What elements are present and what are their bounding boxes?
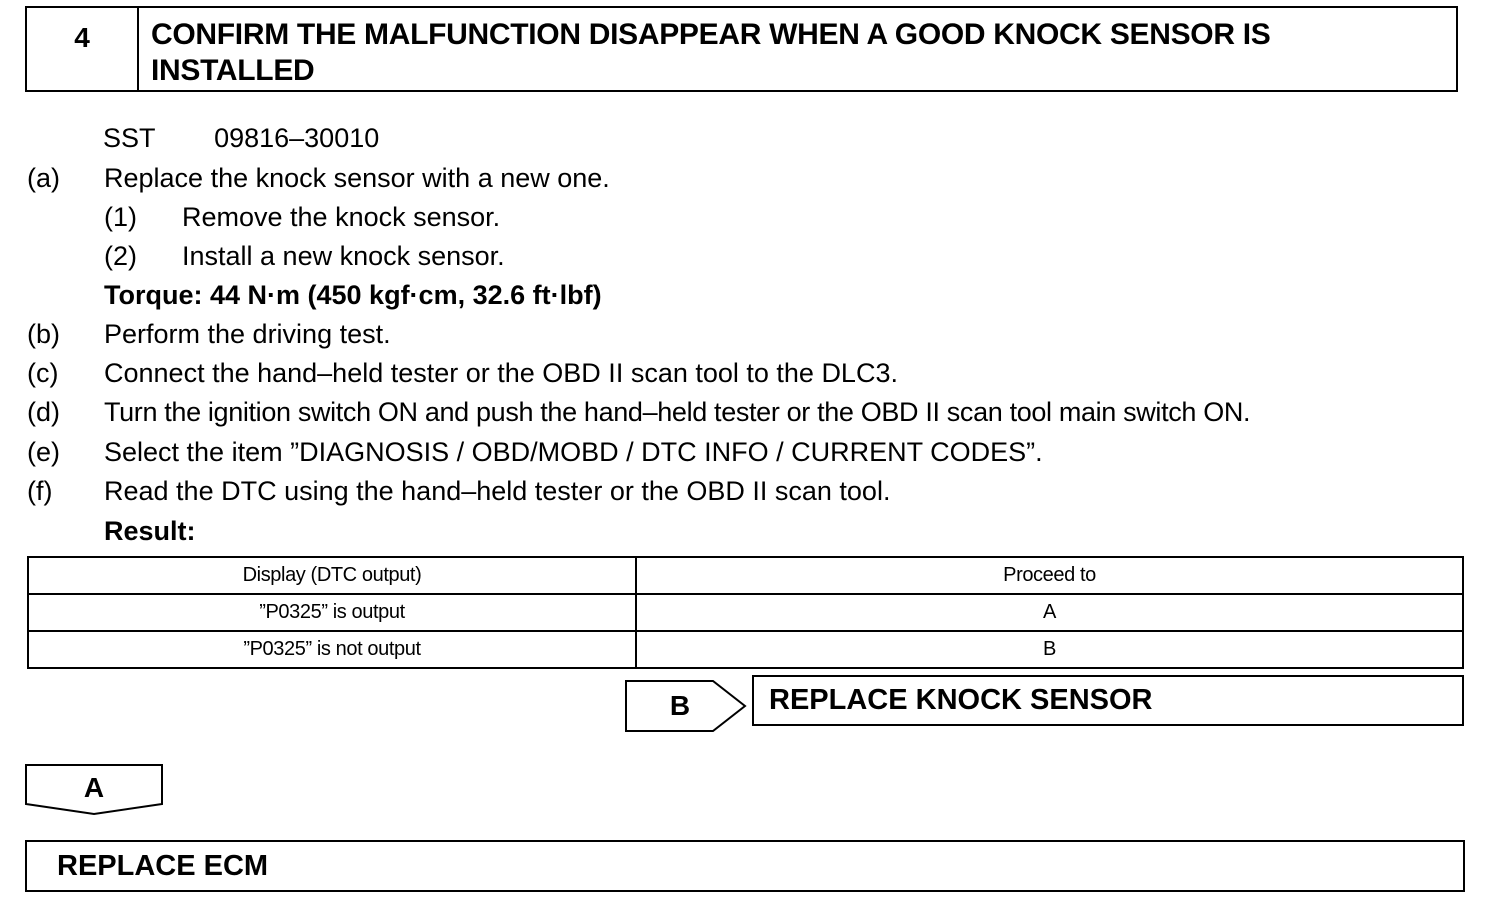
table-header-display: Display (DTC output) [27,556,637,595]
table-row: ”P0325” is not output B [27,630,1464,669]
table-cell-display: ”P0325” is not output [27,630,637,669]
step-title: CONFIRM THE MALFUNCTION DISAPPEAR WHEN A… [139,8,1456,90]
instruction-mark-b: (b) [27,319,60,349]
instruction-f: Read the DTC using the hand–held tester … [104,476,891,506]
step-title-line1: CONFIRM THE MALFUNCTION DISAPPEAR WHEN A… [151,18,1271,51]
table-header-proceed: Proceed to [635,556,1464,595]
result-table: Display (DTC output) Proceed to ”P0325” … [27,556,1464,669]
right-arrow-tag-icon [625,680,747,732]
instruction-mark-c: (c) [27,358,59,388]
instruction-mark-f: (f) [27,476,53,506]
instruction-mark-1: (1) [104,202,137,232]
instruction-mark-e: (e) [27,437,60,467]
branch-b-action: REPLACE KNOCK SENSOR [769,684,1153,716]
step-header: 4 CONFIRM THE MALFUNCTION DISAPPEAR WHEN… [25,6,1458,92]
table-header-row: Display (DTC output) Proceed to [27,556,1464,595]
table-row: ”P0325” is output A [27,593,1464,632]
sst-line: SST 09816–30010 [103,122,379,154]
branch-a-tag-label: A [83,772,105,803]
instruction-a: Replace the knock sensor with a new one. [104,163,610,193]
down-arrow-tag-icon [25,764,163,816]
branch-a-tag: A [25,764,165,816]
instruction-d: Turn the ignition switch ON and push the… [104,397,1251,427]
step-number: 4 [27,8,139,90]
instruction-1: Remove the knock sensor. [182,202,501,232]
branch-b-action-box: REPLACE KNOCK SENSOR [752,675,1464,726]
table-cell-proceed: B [635,630,1464,669]
sst-value: 09816–30010 [214,123,380,153]
instruction-mark-a: (a) [27,163,60,193]
instruction-2: Install a new knock sensor. [182,241,505,271]
branch-b-tag: B [625,680,747,732]
table-cell-proceed: A [635,593,1464,632]
torque-spec: Torque: 44 N·m (450 kgf·cm, 32.6 ft·lbf) [104,280,602,310]
instruction-c: Connect the hand–held tester or the OBD … [104,358,898,388]
instruction-e: Select the item ”DIAGNOSIS / OBD/MOBD / … [104,437,1043,467]
sst-label: SST [103,123,156,153]
step-title-line2: INSTALLED [151,54,315,87]
instruction-mark-2: (2) [104,241,137,271]
result-label: Result: [104,516,196,546]
branch-b-tag-label: B [669,690,691,721]
branch-a-action-box: REPLACE ECM [25,840,1465,892]
instruction-b: Perform the driving test. [104,319,391,349]
table-cell-display: ”P0325” is output [27,593,637,632]
instruction-mark-d: (d) [27,397,60,427]
branch-a-action: REPLACE ECM [57,849,269,882]
